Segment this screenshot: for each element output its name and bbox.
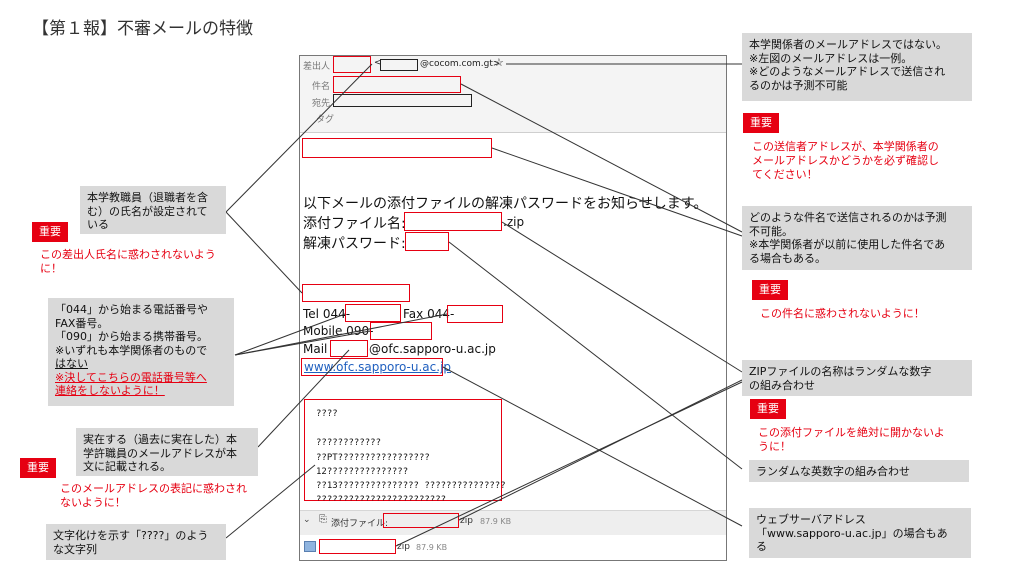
garbled-line-6: ???????????????????????? (316, 495, 447, 501)
body-line-1: 以下メールの添付ファイルの解凍パスワードをお知らせします。 (303, 196, 708, 212)
attachment-file-name-box[interactable] (319, 539, 396, 554)
subject-label: 件名 (312, 82, 331, 92)
note-subject: どのような件名で送信されるのかは予測 不可能。 ※本学関係者が以前に使用した件名… (742, 206, 972, 270)
attachment-file-ext: zip (397, 542, 410, 552)
from-lt: < (374, 58, 382, 68)
sig-tel: Tel 044- (303, 307, 351, 321)
note-zip-name: ZIPファイルの名称はランダムな数字 の組み合わせ (742, 360, 972, 396)
tag-label: タグ (316, 115, 335, 125)
note-sender-address: 本学関係者のメールアドレスではない。 ※左図のメールアドレスは一例。 ※どのよう… (742, 33, 972, 101)
body-line-2-ext: .zip (503, 215, 525, 229)
garbled-line-1: ???? (316, 409, 338, 419)
warn-zip: この添付ファイルを絶対に開かないよ うに！ (758, 426, 945, 453)
subject-box[interactable] (333, 76, 461, 93)
warn-subject: この件名に惑わされないように！ (760, 307, 925, 320)
important-badge-1: 重要 (743, 113, 779, 133)
attachment-size: 87.9 KB (480, 517, 512, 526)
page-title: 【第１報】不審メールの特徴 (32, 19, 253, 39)
sig-mail-domain: @ofc.sapporo-u.ac.jp (369, 342, 496, 356)
staff-mail-box (330, 340, 368, 357)
garbled-line-4: 12??????????????? (316, 467, 409, 477)
star-icon[interactable]: ☆ (494, 56, 504, 69)
important-badge-2: 重要 (752, 280, 788, 300)
from-label: 差出人 (303, 62, 331, 72)
garbled-line-3: ??PT????????????????? (316, 453, 430, 463)
note-password: ランダムな英数字の組み合わせ (749, 460, 969, 482)
sender-address-box[interactable] (380, 59, 418, 71)
note-sender-name: 本学教職員（退職者を含 む）の氏名が設定されて いる (80, 186, 226, 234)
signature-name-box (302, 284, 410, 302)
sig-mail-label: Mail (303, 342, 328, 356)
body-line-3-label: 解凍パスワード: (303, 236, 406, 252)
important-badge-3: 重要 (750, 399, 786, 419)
warn-sender-name: この差出人氏名に惑わされないよう に！ (40, 248, 216, 275)
sig-mobile: Mobile 090- (303, 324, 374, 338)
recipient-name-box (302, 138, 492, 158)
important-badge-4: 重要 (32, 222, 68, 242)
note-website: ウェブサーバアドレス 「www.sapporo-u.ac.jp」の場合もあ る (749, 508, 971, 558)
warn-staff-mail: このメールアドレスの表記に惑わされ ないように！ (60, 482, 247, 509)
garbled-line-5: ??13??????????????? ??????????????? (316, 481, 506, 491)
warn-sender-address: この送信者アドレスが、本学関係者の メールアドレスかどうかを必ず確認し てくださ… (752, 140, 939, 181)
note-phone: 「044」から始まる電話番号や FAX番号。 「090」から始まる携帯番号。 ※… (48, 298, 234, 406)
garbled-line-2: ???????????? (316, 438, 382, 448)
attachment-file-size: 87.9 KB (416, 543, 448, 552)
to-box[interactable] (333, 94, 472, 107)
sender-name-box[interactable] (333, 56, 371, 73)
note-garbled: 文字化けを示す「????」のよう な文字列 (46, 524, 226, 560)
attachment-label: 添付ファイル: (331, 519, 389, 529)
zip-name-box (404, 212, 502, 231)
to-label: 宛先 (312, 99, 331, 109)
chevron-down-icon[interactable]: ⌄ (303, 515, 311, 525)
tel-number-box (345, 304, 401, 322)
password-box (405, 232, 449, 251)
website-link[interactable]: www.ofc.sapporo-u.ac.jp (304, 360, 452, 374)
body-line-2-label: 添付ファイル名: (303, 216, 406, 232)
note-staff-mail: 実在する（過去に実在した）本 学許職員のメールアドレスが本 文に記載される。 (76, 428, 258, 476)
file-icon[interactable] (304, 541, 316, 552)
paperclip-icon: ⎘ (319, 514, 327, 525)
attachment-ext: zip (460, 516, 473, 526)
important-badge-5: 重要 (20, 458, 56, 478)
from-domain: @cocom.com.gt> (420, 59, 501, 69)
mobile-number-box (370, 322, 432, 340)
attachment-name-box[interactable] (383, 513, 459, 528)
fax-number-box (447, 305, 503, 323)
